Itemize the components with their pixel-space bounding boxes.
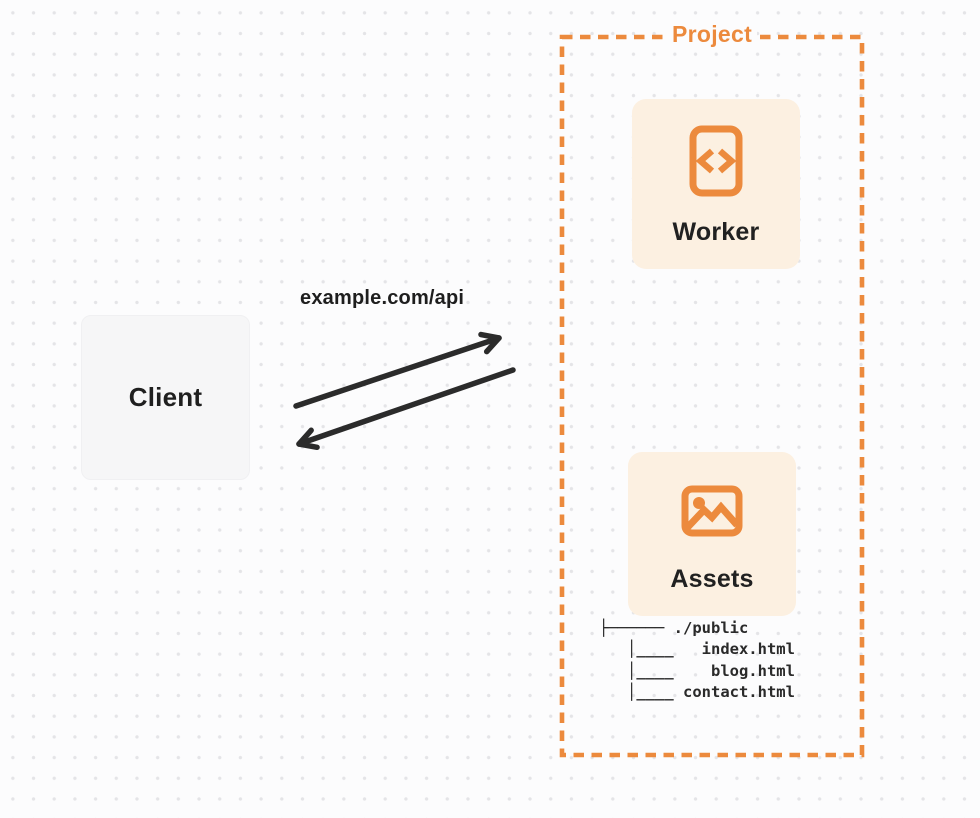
request-arrow <box>293 331 502 409</box>
client-card: Client <box>81 315 250 480</box>
response-arrow <box>296 367 516 451</box>
request-url-label: example.com/api <box>300 287 465 309</box>
file-tree: ├────── ./public │____ index.html │____ … <box>599 619 795 702</box>
image-icon <box>681 485 743 537</box>
worker-card: Worker <box>632 99 800 269</box>
client-label: Client <box>128 382 203 412</box>
project-label: Project <box>666 20 758 48</box>
request-response-arrows <box>293 331 516 451</box>
assets-card: Assets <box>628 452 796 616</box>
worker-label: Worker <box>672 218 760 246</box>
code-file-icon <box>689 125 743 197</box>
project-group: Project Worker Assets ├────── ./public │… <box>559 20 865 758</box>
assets-label: Assets <box>670 565 754 593</box>
